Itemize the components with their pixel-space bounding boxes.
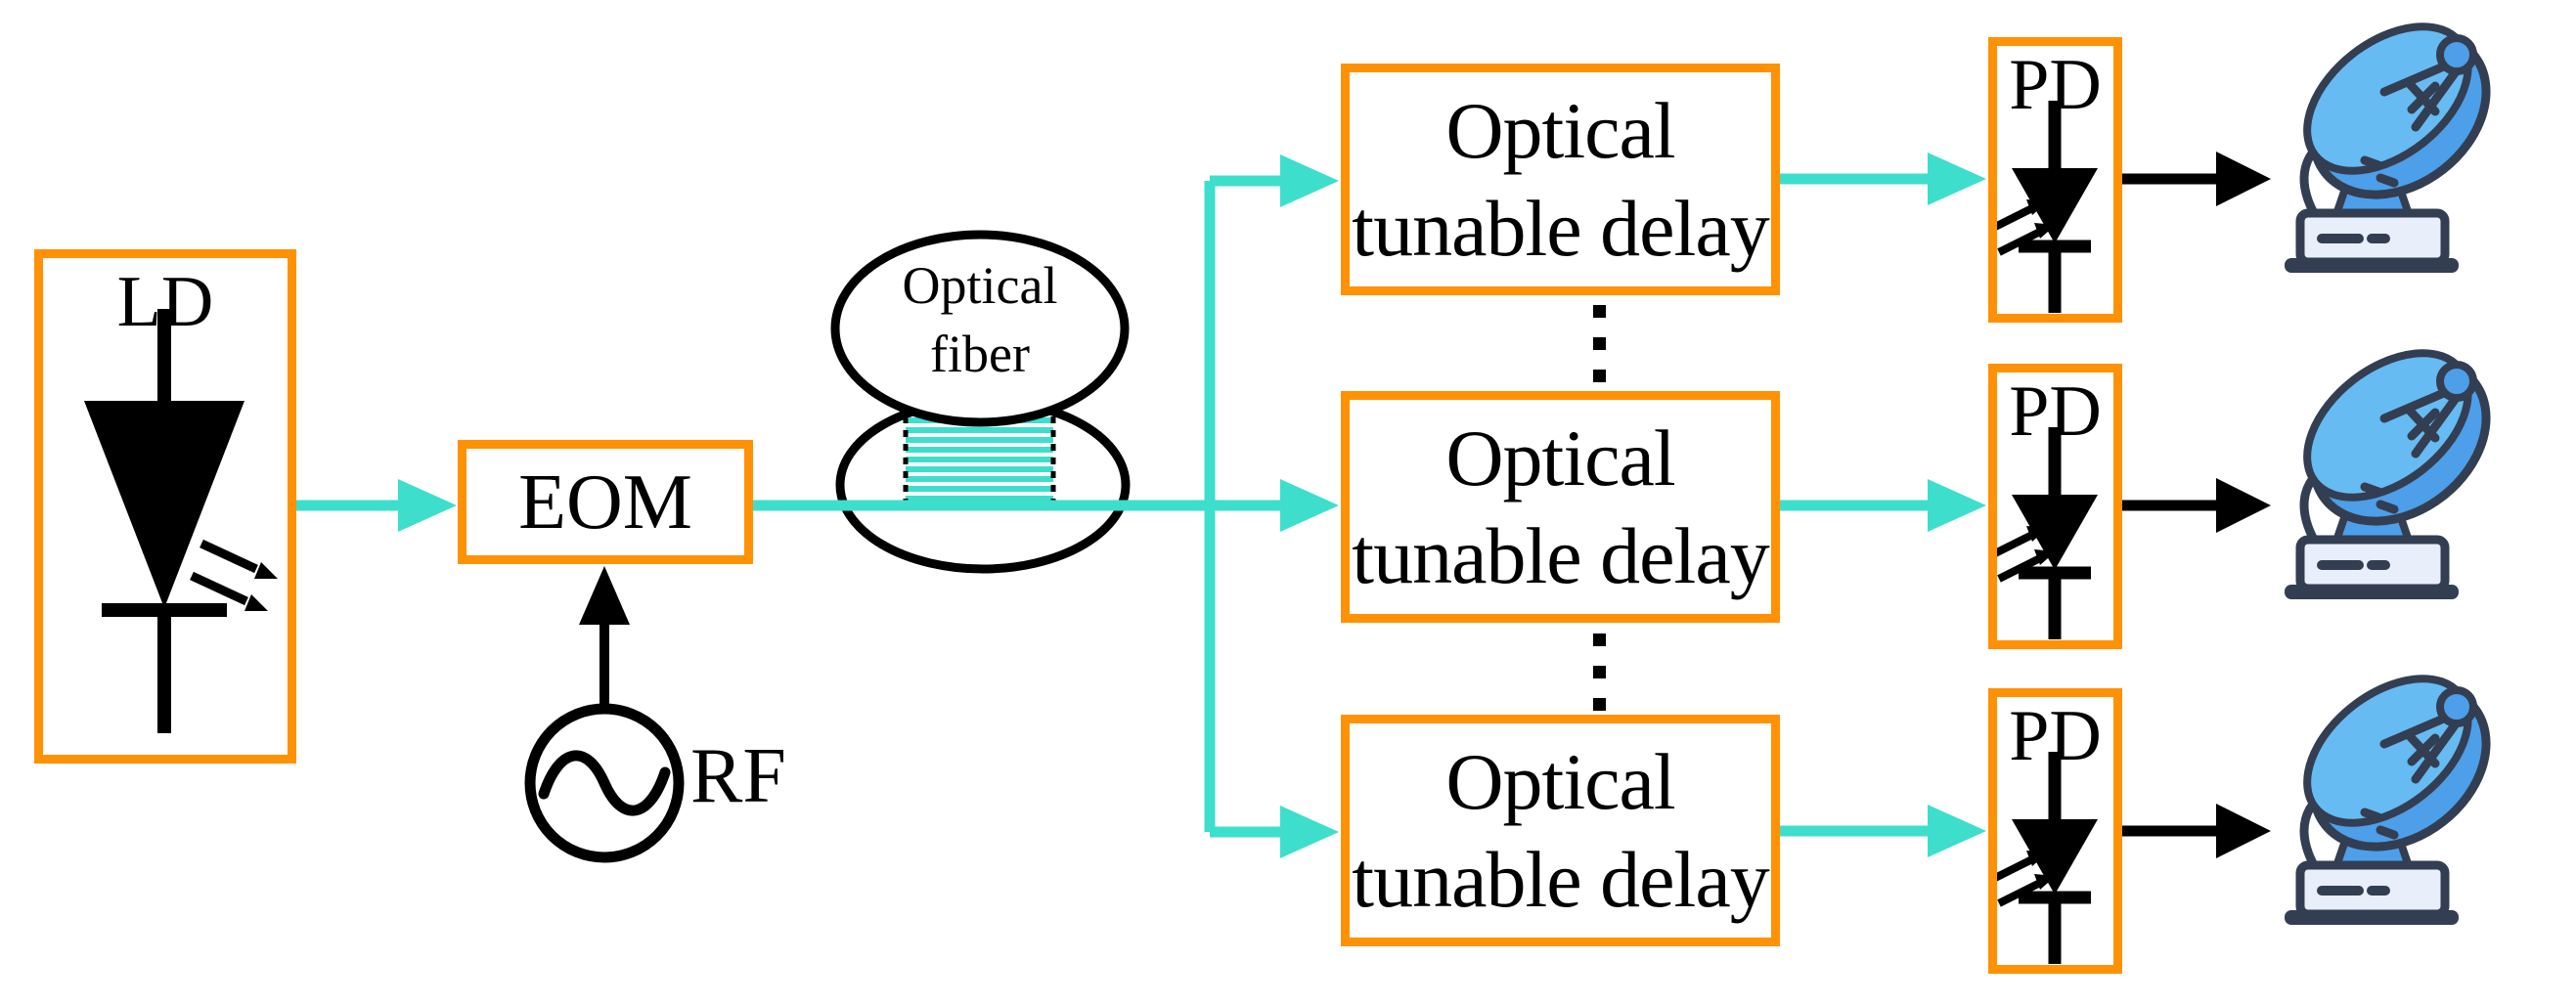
rf-oscillator-icon [524, 566, 685, 863]
ellipsis-dots [1593, 305, 1606, 711]
eom-box: EOM [458, 440, 753, 564]
optical-tunable-delay-box-3: Optical tunable delay [1341, 715, 1780, 946]
laser-diode-icon [84, 309, 278, 733]
delay-label-line1: Optical [1445, 413, 1675, 502]
optical-tunable-delay-box-1: Optical tunable delay [1341, 64, 1780, 295]
eom-label: EOM [518, 459, 692, 546]
pd-label: PD [2009, 371, 2102, 452]
photodetector-box-1: PD [1988, 37, 2122, 323]
photodetector-box-3: PD [1988, 688, 2122, 974]
fiber-spool-label-line1: Optical [902, 256, 1058, 315]
delay-label-line1: Optical [1445, 736, 1675, 826]
optical-path [296, 153, 1986, 858]
laser-diode-label: LD [116, 262, 214, 342]
delay-label-line2: tunable delay [1352, 510, 1769, 600]
antenna-dish-icon [2278, 0, 2517, 273]
delay-label-line2: tunable delay [1352, 183, 1769, 273]
fiber-spool-label-line2: fiber [930, 325, 1030, 383]
fiber-coil [903, 416, 1056, 502]
rf-drive-arrow [579, 566, 630, 625]
antenna-dish-icon [2278, 323, 2517, 599]
pd-label: PD [2009, 45, 2102, 125]
rf-source-label: RF [690, 733, 786, 819]
laser-diode-box: LD [34, 249, 296, 764]
photodetector-box-2: PD [1988, 364, 2122, 649]
antenna-dish-icon [2278, 648, 2517, 925]
delay-label-line2: tunable delay [1352, 834, 1769, 924]
fiber-spool-icon [830, 230, 1131, 574]
pd-label: PD [2009, 696, 2102, 776]
optical-tunable-delay-box-2: Optical tunable delay [1341, 391, 1780, 623]
sine-wave-glyph [538, 750, 671, 816]
delay-label-line1: Optical [1445, 85, 1675, 175]
rf-output-arrows [2122, 152, 2271, 858]
